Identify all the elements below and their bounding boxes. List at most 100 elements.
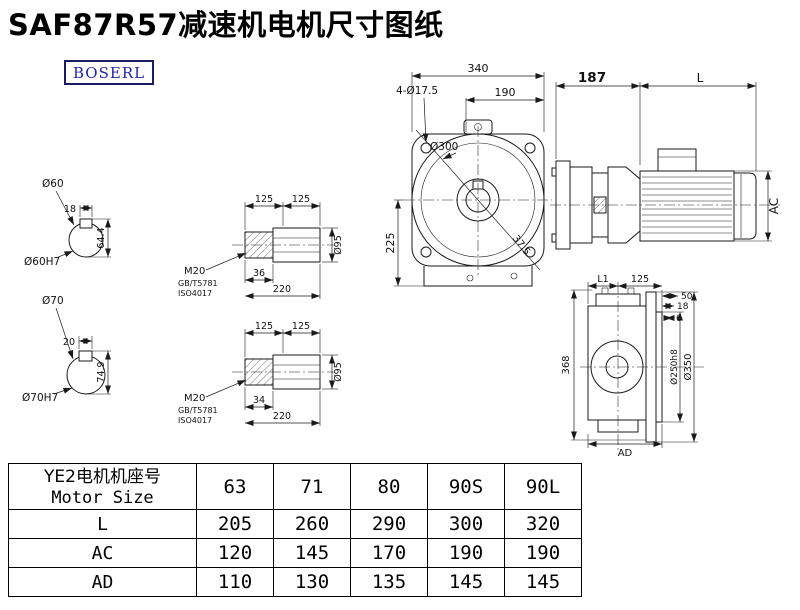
table-col-header: 63 — [196, 463, 274, 510]
dim-shaft70-keyway-width: 20 — [63, 337, 75, 348]
shaft-detail-bottom-thread-section — [244, 358, 274, 386]
motor-body — [639, 170, 735, 242]
table-cell: 145 — [273, 538, 351, 568]
table-cell: 135 — [350, 567, 428, 597]
table-cell: 130 — [273, 567, 351, 597]
label-detail-bottom-std2: ISO4017 — [178, 416, 212, 425]
shaft-detail-top: 125 125 M20 GB/T5781 ISO4017 36 220 Ø95 — [178, 194, 344, 299]
table-cell: 145 — [427, 567, 505, 597]
table-cell: 170 — [350, 538, 428, 568]
dim-front-overall-width: 340 — [468, 62, 489, 75]
dim-shaft70-keyway-height: 74.9 — [96, 361, 107, 382]
table-cell: 120 — [196, 538, 274, 568]
bolt-hole — [420, 142, 432, 154]
terminal-box — [657, 148, 697, 172]
label-shaft70-dia: Ø70 — [42, 295, 64, 307]
brand-logo-text: BOSERL — [73, 64, 146, 82]
vent-plug — [474, 123, 482, 131]
dim-detail-top-125b: 125 — [292, 194, 310, 205]
hollow-shaft-60-section: 18 64.4 Ø60 Ø60H7 — [24, 178, 111, 268]
gearbox-motor-side-view: 187 L AC — [550, 70, 781, 250]
table-row-label: AC — [8, 538, 197, 568]
dim-rear-6: 6 — [676, 314, 682, 324]
dim-front-angle: 37.5 — [510, 233, 532, 257]
rear-bore-inner — [605, 355, 629, 379]
dim-side-motor-length: L — [697, 71, 704, 85]
shaft-detail-bottom: 125 125 M20 GB/T5781 ISO4017 34 220 Ø95 — [178, 321, 344, 426]
label-shaft60-dia: Ø60 — [42, 178, 64, 190]
rear-housing — [587, 305, 647, 421]
label-front-bolt-holes: 4-Ø17.5 — [396, 85, 438, 97]
dim-detail-top-dia: Ø95 — [333, 235, 344, 255]
table-cell: 205 — [196, 509, 274, 539]
dim-front-center-height: 225 — [384, 233, 397, 254]
page-title: SAF87R57减速机电机尺寸图纸 — [8, 8, 444, 42]
table-cell: 145 — [504, 567, 582, 597]
table-row-L: L 205 260 290 300 320 — [8, 509, 582, 539]
dim-rear-spigot-dia: Ø250h8 — [669, 349, 680, 385]
shaft70-keyway — [78, 350, 93, 362]
shaft-detail-top-thread-section — [244, 231, 274, 259]
cap-bolt — [601, 287, 609, 295]
table-col-header: 90S — [427, 463, 505, 510]
dim-detail-bottom-125b: 125 — [292, 321, 310, 332]
cap-bolt — [627, 287, 635, 295]
label-detail-bottom-thread: M20 — [184, 393, 205, 404]
table-cell: 260 — [273, 509, 351, 539]
shaft-detail-top-sleeve — [272, 227, 321, 263]
dim-detail-top-125a: 125 — [255, 194, 273, 205]
dim-rear-flange-dia: Ø350 — [682, 354, 694, 381]
rear-bore-outer — [590, 340, 644, 394]
table-header-line1: YE2电机机座号 — [44, 466, 161, 487]
label-detail-top-std1: GB/T5781 — [178, 279, 218, 288]
dim-shaft60-keyway-width: 18 — [64, 204, 76, 215]
table-cell: 190 — [427, 538, 505, 568]
label-detail-bottom-std1: GB/T5781 — [178, 406, 218, 415]
motor-size-table: YE2电机机座号 Motor Size 63 71 80 90S 90L L 2… — [8, 463, 582, 597]
gearbox-front-view: 340 190 4-Ø17.5 Ø300 225 37.5 — [384, 62, 552, 287]
brand-logo: BOSERL — [64, 60, 155, 85]
table-cell: 320 — [504, 509, 582, 539]
flange-bolt — [551, 233, 557, 243]
dim-rear-l1: L1 — [597, 274, 608, 285]
dim-rear-width: AD — [618, 448, 633, 459]
bolt-hole — [420, 246, 432, 258]
oil-plug — [510, 272, 518, 280]
mounting-foot — [597, 419, 639, 433]
flange-bolt — [551, 167, 557, 177]
flange-spigot — [655, 311, 663, 423]
table-row-AD: AD 110 130 135 145 145 — [8, 567, 582, 597]
dim-detail-bottom-step: 34 — [253, 395, 265, 406]
gearbox-rear-view: L1 125 50 18 6 368 Ø250h8 Ø350 AD — [561, 274, 704, 459]
label-detail-top-std2: ISO4017 — [178, 289, 212, 298]
table-cell: 110 — [196, 567, 274, 597]
dim-rear-height: 368 — [561, 355, 572, 374]
label-shaft70-bore-fit: Ø70H7 — [22, 392, 58, 404]
label-detail-top-thread: M20 — [184, 266, 205, 277]
input-key-detail — [593, 196, 607, 214]
dim-detail-top-step: 36 — [253, 268, 265, 279]
table-row-AC: AC 120 145 170 190 190 — [8, 538, 582, 568]
drain-plug — [466, 274, 474, 282]
dim-front-inner-width: 190 — [495, 86, 516, 99]
table-header-line2: Motor Size — [51, 487, 154, 508]
dim-rear-125: 125 — [631, 274, 649, 285]
table-col-header: 71 — [273, 463, 351, 510]
dim-rear-18: 18 — [677, 302, 689, 312]
dim-detail-bottom-total: 220 — [273, 411, 291, 422]
label-front-flange-dia: Ø300 — [430, 141, 458, 153]
hollow-shaft-70-section: 20 74.9 Ø70 Ø70H7 — [22, 295, 111, 404]
dimension-drawing: 18 64.4 Ø60 Ø60H7 20 74.9 Ø70 Ø70H7 — [22, 62, 781, 459]
flange-inner-circle — [420, 142, 536, 258]
housing-bottom — [423, 266, 533, 287]
fan-cover — [733, 172, 757, 240]
bolt-hole — [524, 142, 536, 154]
top-boss — [463, 119, 493, 135]
table-row-label: L — [8, 509, 197, 539]
table-cell: 290 — [350, 509, 428, 539]
table-cell: 190 — [504, 538, 582, 568]
dim-side-motor-height: AC — [767, 198, 781, 214]
dim-detail-top-total: 220 — [273, 284, 291, 295]
table-cell: 300 — [427, 509, 505, 539]
table-col-header: 90L — [504, 463, 582, 510]
